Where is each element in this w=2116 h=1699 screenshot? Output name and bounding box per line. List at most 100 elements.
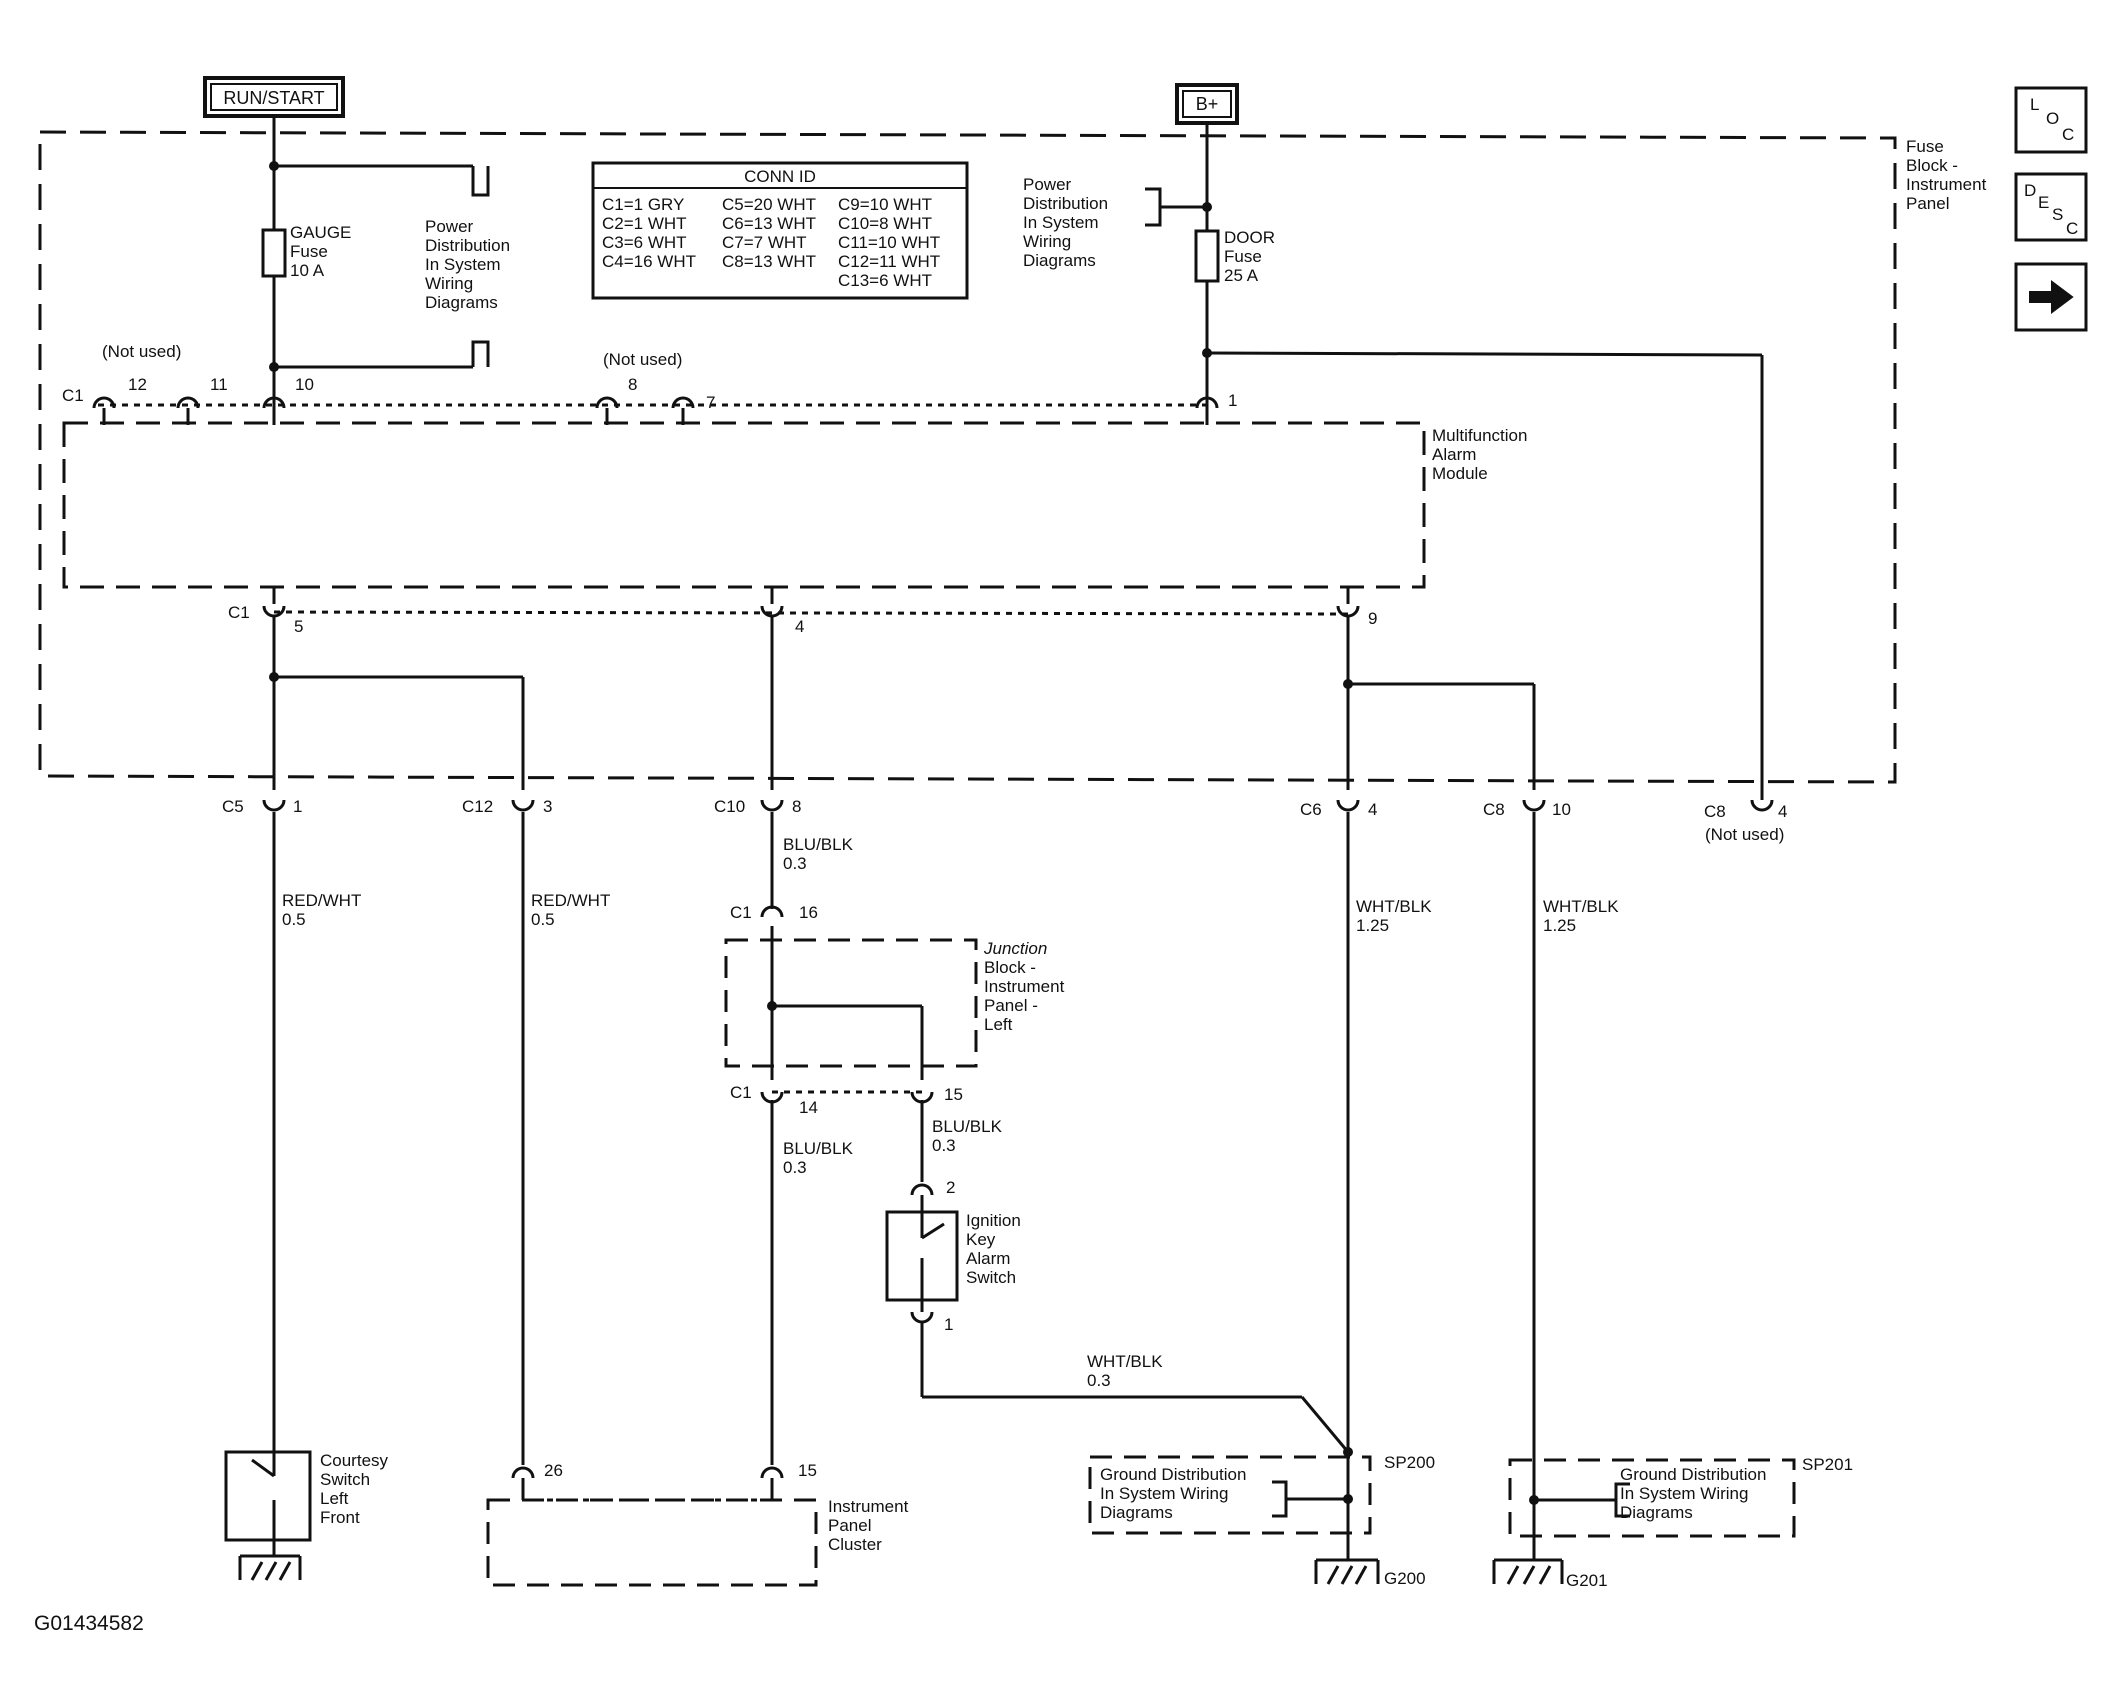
svg-text:G200: G200 — [1384, 1569, 1426, 1588]
svg-text:Diagrams: Diagrams — [1023, 251, 1096, 270]
arrow-right-icon — [2029, 280, 2074, 314]
splice-dot — [1202, 348, 1212, 358]
next-button[interactable] — [2014, 262, 2088, 332]
svg-text:16: 16 — [799, 903, 818, 922]
svg-text:0.5: 0.5 — [282, 910, 306, 929]
svg-text:G201: G201 — [1566, 1571, 1608, 1590]
svg-text:C1: C1 — [228, 603, 250, 622]
svg-text:SP200: SP200 — [1384, 1453, 1435, 1472]
svg-text:In System Wiring: In System Wiring — [1100, 1484, 1228, 1503]
svg-text:Key: Key — [966, 1230, 996, 1249]
svg-text:GAUGE: GAUGE — [290, 223, 351, 242]
splice-dot — [767, 1001, 777, 1011]
svg-text:Panel: Panel — [1906, 194, 1949, 213]
svg-text:C3=6 WHT: C3=6 WHT — [602, 233, 687, 252]
svg-text:1.25: 1.25 — [1356, 916, 1389, 935]
svg-text:Ground Distribution: Ground Distribution — [1100, 1465, 1246, 1484]
svg-text:Ignition: Ignition — [966, 1211, 1021, 1230]
svg-text:0.5: 0.5 — [531, 910, 555, 929]
svg-text:C11=10 WHT: C11=10 WHT — [838, 233, 940, 252]
figure-id: G01434582 — [34, 1612, 144, 1635]
external-wiring — [272, 812, 1536, 1560]
alarm-module-label: Multifunction Alarm Module — [1432, 426, 1527, 483]
svg-text:C5=20 WHT: C5=20 WHT — [722, 195, 816, 214]
svg-text:Cluster: Cluster — [828, 1535, 882, 1554]
door-fuse: DOOR Fuse 25 A — [1194, 228, 1275, 285]
ground-distribution-ref-left — [1272, 1480, 1348, 1518]
svg-text:Junction: Junction — [983, 939, 1047, 958]
svg-text:Diagrams: Diagrams — [425, 293, 498, 312]
splice-dot — [269, 161, 279, 171]
splice-sp201 — [1529, 1495, 1539, 1505]
svg-text:7: 7 — [706, 393, 715, 412]
svg-text:Instrument: Instrument — [984, 977, 1065, 996]
svg-text:Diagrams: Diagrams — [1620, 1503, 1693, 1522]
ground-distribution-ref-right — [1534, 1482, 1630, 1518]
svg-text:0.3: 0.3 — [1087, 1371, 1111, 1390]
svg-text:C10: C10 — [714, 797, 745, 816]
svg-text:Left: Left — [320, 1489, 349, 1508]
loc-button[interactable]: L O C — [2014, 86, 2088, 154]
svg-text:C12: C12 — [462, 797, 493, 816]
junction-block-instrument-panel-left — [724, 938, 978, 1068]
svg-text:10 A: 10 A — [290, 261, 325, 280]
svg-text:CONN ID: CONN ID — [744, 167, 816, 186]
cluster-labels: 26 15 Instrument Panel Cluster — [544, 1461, 909, 1554]
svg-text:12: 12 — [128, 375, 147, 394]
svg-text:Distribution: Distribution — [425, 236, 510, 255]
svg-text:C6=13 WHT: C6=13 WHT — [722, 214, 816, 233]
svg-text:8: 8 — [628, 375, 637, 394]
svg-text:C8: C8 — [1483, 800, 1505, 819]
svg-text:Ground Distribution: Ground Distribution — [1620, 1465, 1766, 1484]
ground-distribution-box-right — [1508, 1458, 1796, 1538]
desc-button[interactable]: D E S C — [2014, 172, 2088, 242]
junction-block-labels: Junction Block - Instrument Panel - Left… — [730, 903, 1065, 1117]
svg-text:10: 10 — [1552, 800, 1571, 819]
svg-text:Fuse: Fuse — [1224, 247, 1262, 266]
svg-text:5: 5 — [294, 617, 303, 636]
ground-icon — [1314, 1558, 1380, 1585]
svg-text:Power: Power — [1023, 175, 1072, 194]
svg-text:RED/WHT: RED/WHT — [282, 891, 361, 910]
svg-text:C6: C6 — [1300, 800, 1322, 819]
svg-text:RED/WHT: RED/WHT — [531, 891, 610, 910]
top-pin-labels: (Not used) (Not used) C1 12 11 10 8 7 1 — [62, 342, 1237, 412]
svg-text:Alarm: Alarm — [1432, 445, 1476, 464]
mid-pin-connectors — [262, 587, 1360, 618]
splice-dot — [1343, 679, 1353, 689]
svg-text:Panel -: Panel - — [984, 996, 1038, 1015]
cluster-connectors — [511, 1466, 784, 1500]
ignition-switch-labels: 2 Ignition Key Alarm Switch 1 — [944, 1178, 1021, 1334]
run-start-label: RUN/START — [223, 88, 324, 108]
svg-text:Alarm: Alarm — [966, 1249, 1010, 1268]
svg-text:O: O — [2046, 109, 2059, 128]
splice-dot — [269, 362, 279, 372]
svg-text:Diagrams: Diagrams — [1100, 1503, 1173, 1522]
svg-text:Distribution: Distribution — [1023, 194, 1108, 213]
svg-text:DOOR: DOOR — [1224, 228, 1275, 247]
svg-text:Courtesy: Courtesy — [320, 1451, 389, 1470]
splice-sp200 — [1343, 1447, 1353, 1457]
svg-text:4: 4 — [795, 617, 804, 636]
ground-left-labels: Ground Distribution In System Wiring Dia… — [1100, 1453, 1435, 1588]
svg-text:In System: In System — [1023, 213, 1099, 232]
svg-text:15: 15 — [944, 1085, 963, 1104]
svg-text:14: 14 — [799, 1098, 818, 1117]
splice-dot — [1343, 1494, 1353, 1504]
svg-text:C4=16 WHT: C4=16 WHT — [602, 252, 696, 271]
svg-text:C: C — [2062, 125, 2074, 144]
power-distribution-reference-left: Power Distribution In System Wiring Diag… — [425, 166, 510, 367]
svg-text:Switch: Switch — [320, 1470, 370, 1489]
svg-text:In System: In System — [425, 255, 501, 274]
svg-text:BLU/BLK: BLU/BLK — [783, 1139, 854, 1158]
svg-text:4: 4 — [1778, 802, 1787, 821]
svg-text:C9=10 WHT: C9=10 WHT — [838, 195, 932, 214]
svg-text:Block -: Block - — [1906, 156, 1958, 175]
svg-text:C10=8 WHT: C10=8 WHT — [838, 214, 932, 233]
multifunction-alarm-module — [62, 421, 1426, 589]
svg-text:25 A: 25 A — [1224, 266, 1259, 285]
connector-id-table: CONN ID C1=1 GRY C5=20 WHT C9=10 WHT C2=… — [591, 161, 969, 300]
junction-block-connectors — [760, 905, 934, 1104]
svg-text:C1: C1 — [62, 386, 84, 405]
